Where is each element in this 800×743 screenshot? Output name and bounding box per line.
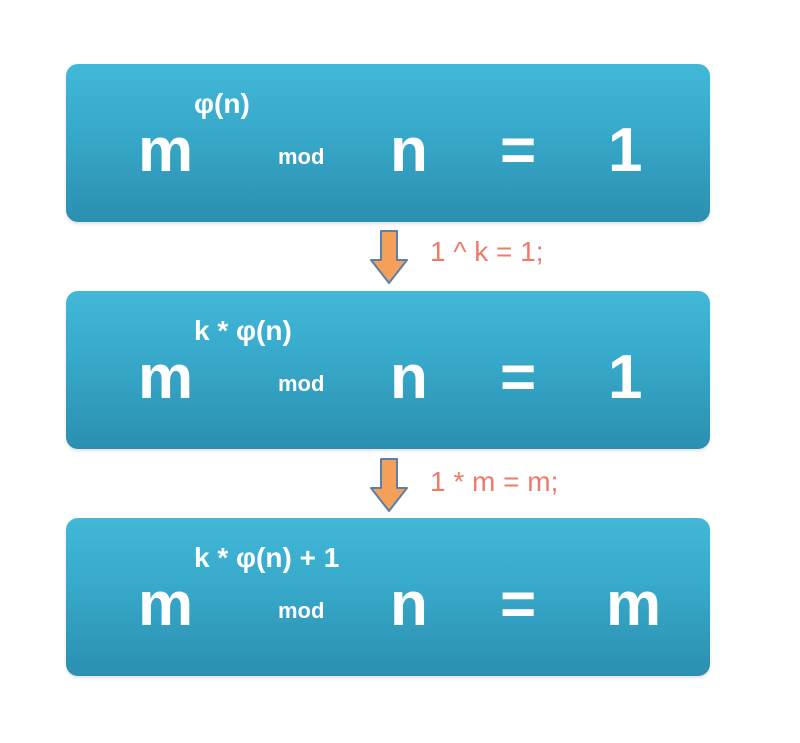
base: m	[138, 570, 194, 639]
equals-sign: =	[500, 570, 537, 639]
equation-box-3: k * φ(n) + 1 m mod n = m	[66, 518, 710, 676]
equals-sign: =	[500, 343, 537, 412]
equation-box-1: φ(n) m mod n = 1	[66, 64, 710, 222]
equation-box-2: k * φ(n) m mod n = 1	[66, 291, 710, 449]
base: m	[138, 343, 194, 412]
result: m	[606, 570, 662, 639]
step-note-2: 1 * m = m;	[430, 466, 559, 497]
mod-label: mod	[278, 371, 325, 396]
modulus: n	[390, 343, 428, 412]
exponent: k * φ(n) + 1	[194, 542, 340, 573]
arrow-down-icon	[370, 230, 408, 284]
exponent: k * φ(n)	[194, 315, 292, 346]
mod-label: mod	[278, 144, 325, 169]
exponent: φ(n)	[194, 88, 250, 119]
arrow-down-icon	[370, 458, 408, 512]
result: 1	[608, 116, 643, 185]
result: 1	[608, 343, 643, 412]
equals-sign: =	[500, 116, 537, 185]
modulus: n	[390, 570, 428, 639]
mod-label: mod	[278, 598, 325, 623]
step-note-1: 1 ^ k = 1;	[430, 236, 544, 267]
modulus: n	[390, 116, 428, 185]
base: m	[138, 116, 194, 185]
